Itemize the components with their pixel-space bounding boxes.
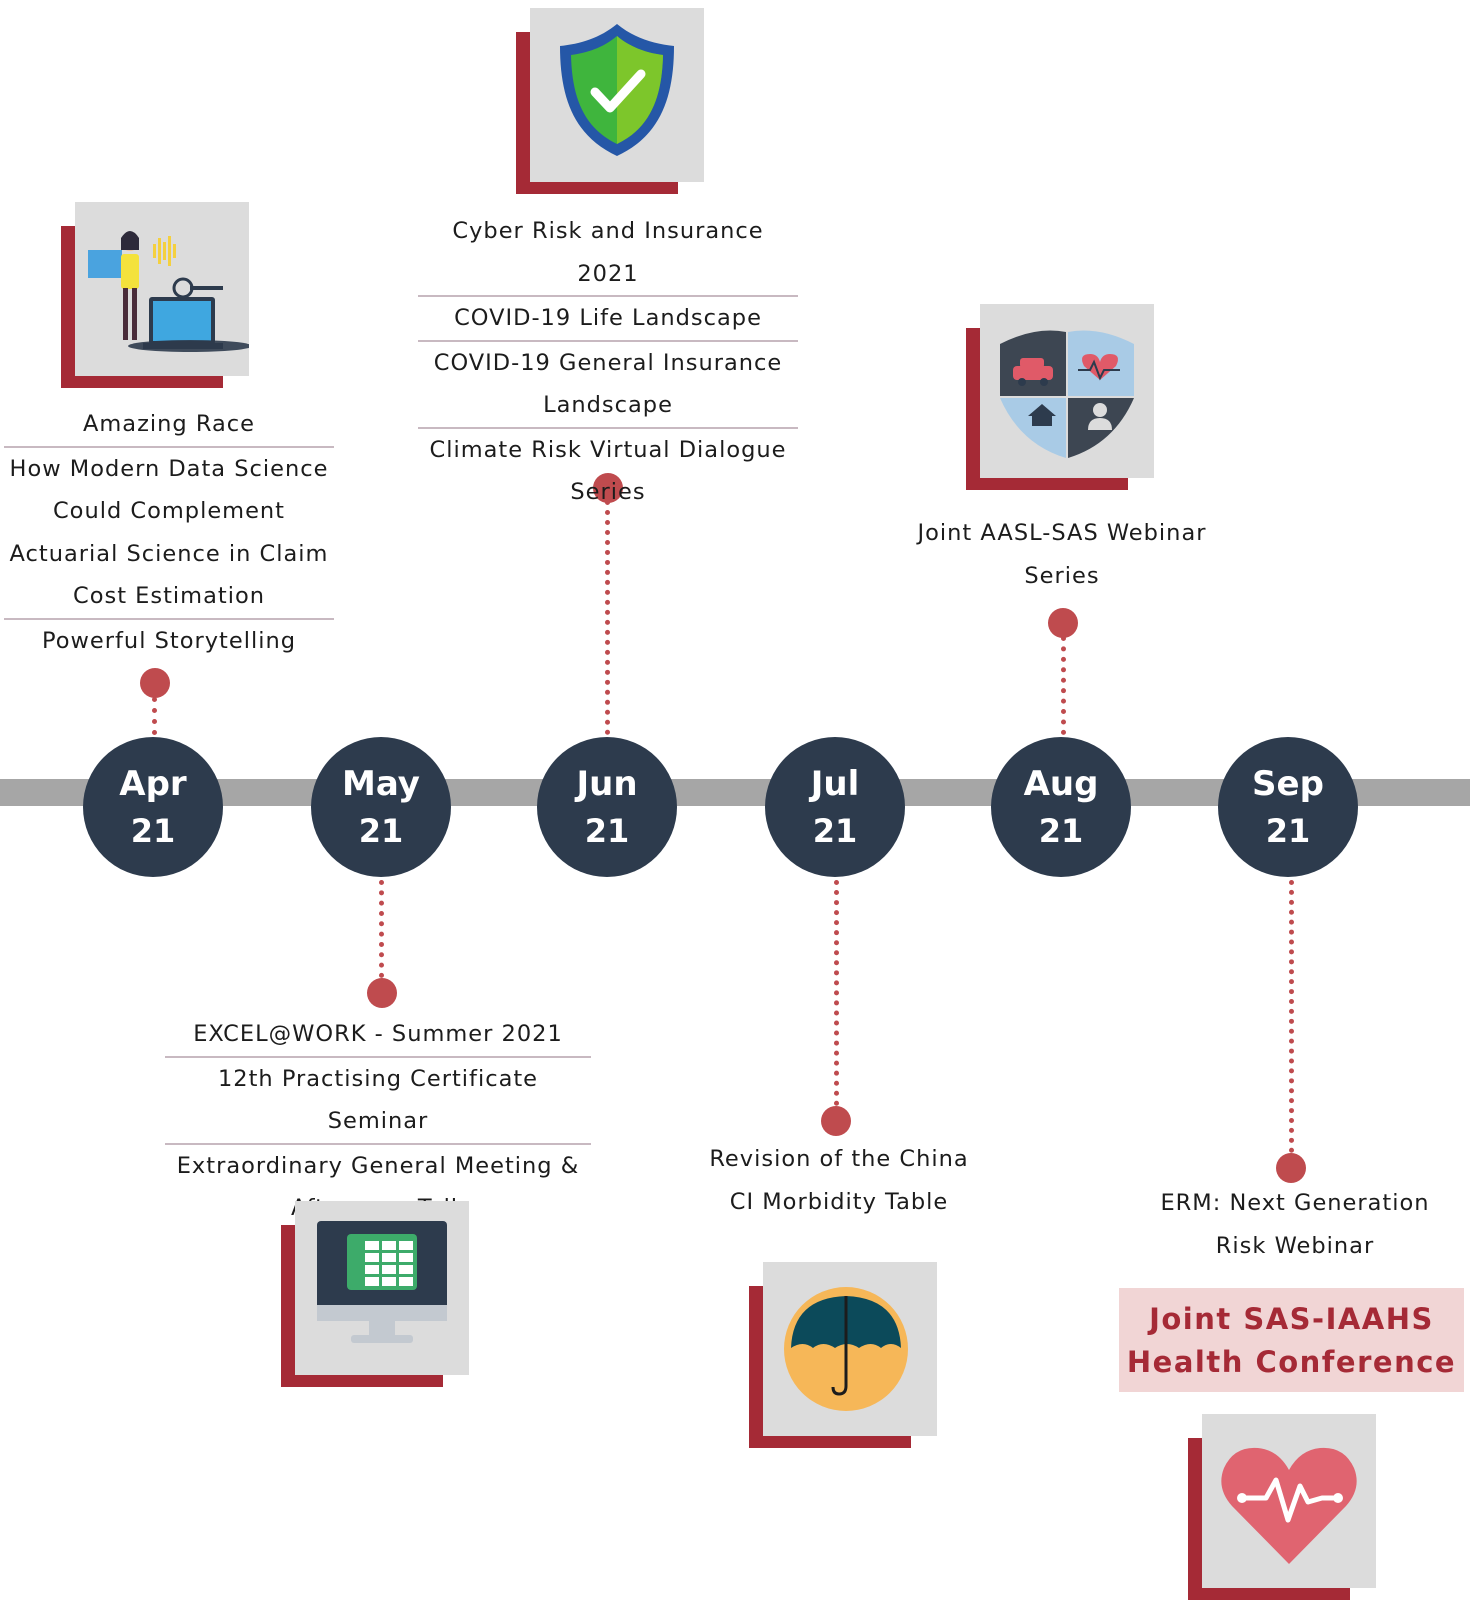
shield-check-icon [560,24,674,156]
connector-apr [152,697,157,735]
year-label: 21 [130,812,176,850]
connector-jul [834,880,839,1106]
insurance-shield-icon [1000,330,1134,458]
year-label: 21 [1038,812,1084,850]
month-label: Aug [1023,764,1099,804]
events-sep: ERM: Next Generation Risk Webinar [1150,1182,1440,1267]
highlight-line2: Health Conference [1126,1345,1457,1379]
event-item: 12th Practising Certificate Seminar [165,1058,591,1145]
month-apr: Apr 21 [83,737,223,877]
month-label: Jun [576,764,638,804]
events-may: EXCEL@WORK - Summer 2021 12th Practising… [165,1013,591,1230]
month-sep: Sep 21 [1218,737,1358,877]
umbrella-icon [784,1287,908,1411]
marker-dot-may [367,978,397,1008]
data-analyst-icon [88,231,249,352]
event-item: How Modern Data Science Could Complement… [4,448,334,620]
card-jun [516,8,704,194]
events-aug: Joint AASL-SAS Webinar Series [912,512,1212,597]
year-label: 21 [1265,812,1311,850]
card-may [281,1201,469,1387]
year-label: 21 [812,812,858,850]
highlight-line1: Joint SAS-IAAHS [1149,1302,1434,1336]
events-jul: Revision of the China CI Morbidity Table [704,1138,974,1223]
card-aug [966,304,1154,490]
highlight-conference: Joint SAS-IAAHS Health Conference [1119,1288,1464,1392]
month-aug: Aug 21 [991,737,1131,877]
card-apr [61,202,249,388]
event-item: ERM: Next Generation Risk Webinar [1160,1190,1430,1259]
month-label: Apr [119,764,187,804]
marker-dot-sep [1276,1153,1306,1183]
event-item: Revision of the China CI Morbidity Table [709,1146,969,1215]
event-item: Climate Risk Virtual Dialogue Series [429,436,787,506]
connector-sep [1289,880,1294,1153]
marker-dot-jul [821,1106,851,1136]
card-sep [1188,1414,1376,1600]
event-item: COVID-19 Life Landscape [418,297,798,342]
events-jun: Cyber Risk and Insurance 2021 COVID-19 L… [418,210,798,514]
event-item: Cyber Risk and Insurance 2021 [418,210,798,297]
marker-dot-jun [593,473,623,503]
event-item: EXCEL@WORK - Summer 2021 [165,1013,591,1058]
event-item: Amazing Race [4,403,334,448]
marker-dot-aug [1048,608,1078,638]
year-label: 21 [584,812,630,850]
month-label: Jul [810,764,860,804]
month-jun: Jun 21 [537,737,677,877]
month-may: May 21 [311,737,451,877]
month-jul: Jul 21 [765,737,905,877]
event-item: Powerful Storytelling [41,627,296,654]
month-label: Sep [1252,764,1324,804]
marker-dot-apr [140,668,170,698]
card-jul [749,1262,937,1448]
connector-aug [1061,636,1066,735]
year-label: 21 [358,812,404,850]
event-item: COVID-19 General Insurance Landscape [418,342,798,429]
events-apr: Amazing Race How Modern Data Science Cou… [4,403,334,662]
connector-may [379,880,384,978]
event-item: Joint AASL-SAS Webinar Series [917,520,1207,589]
spreadsheet-monitor-icon [317,1221,447,1343]
month-label: May [342,764,420,804]
connector-jun [605,500,610,735]
heart-pulse-icon [1221,1447,1357,1564]
